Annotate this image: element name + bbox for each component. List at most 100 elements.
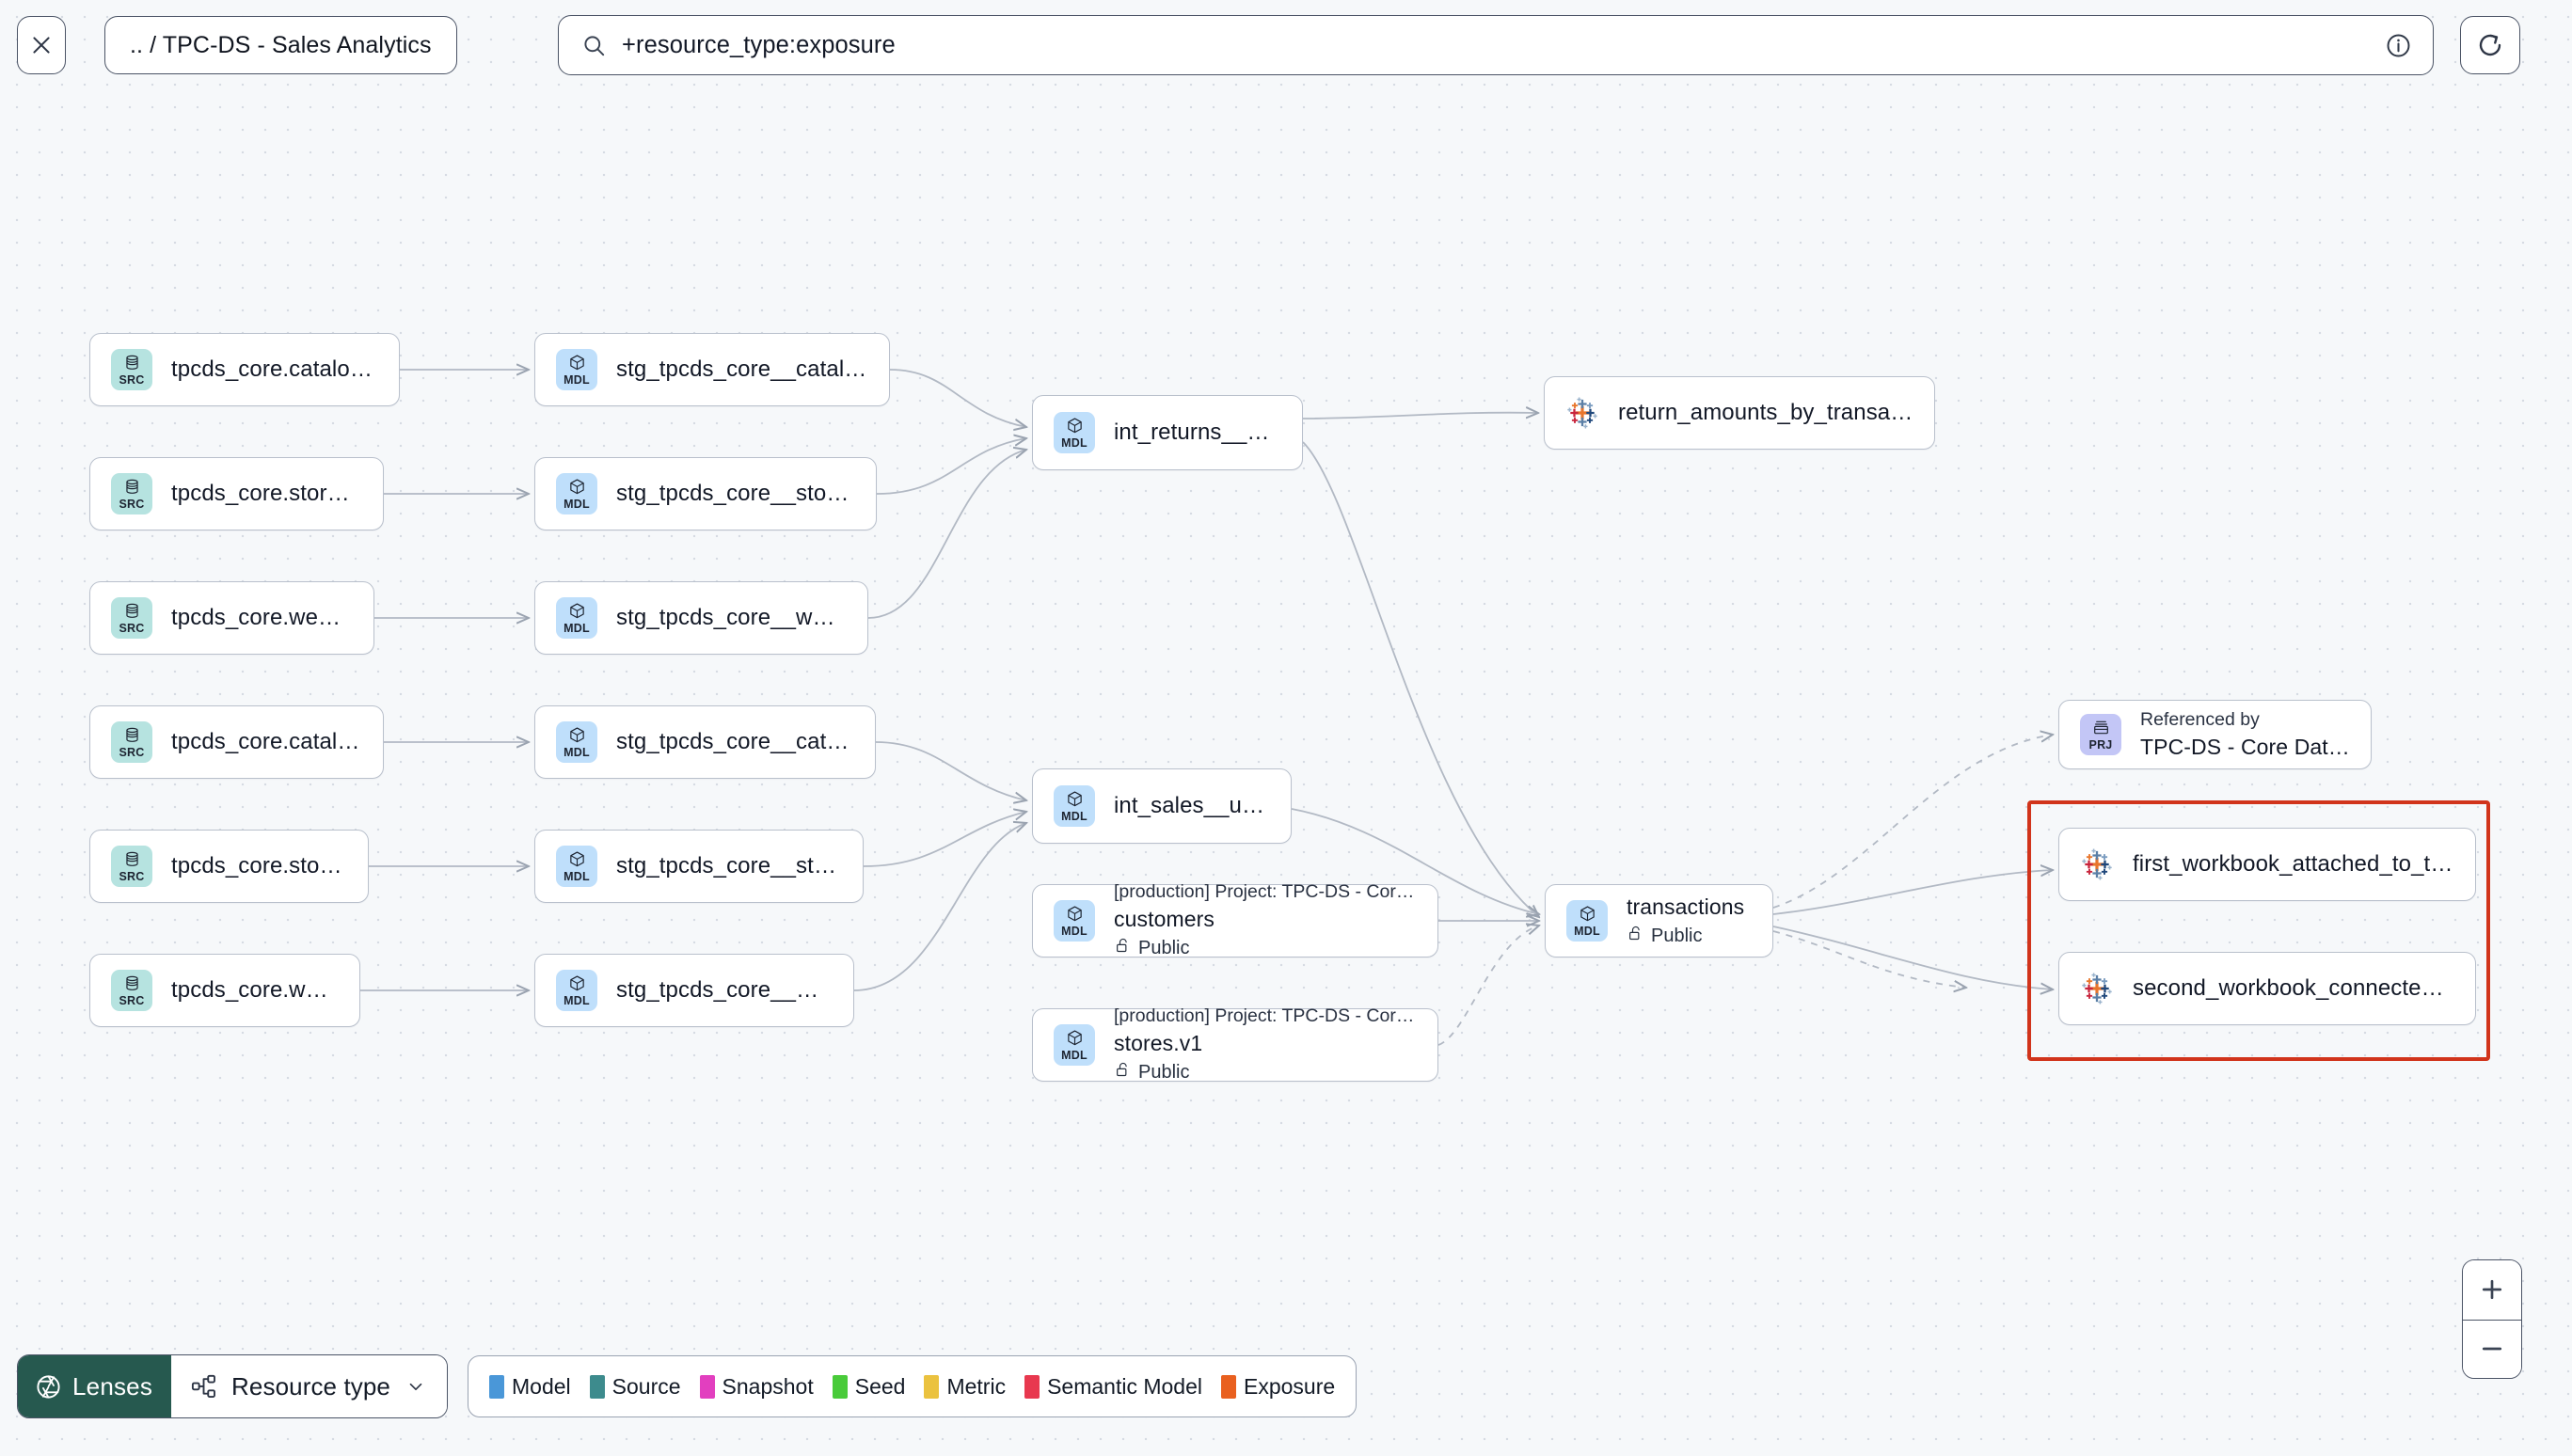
node-title: tpcds_core.store_sales [171,853,347,878]
node-badge-label: MDL [1061,1048,1088,1062]
node-body: tpcds_core.store_sales [171,853,347,879]
lineage-node-src_web_returns[interactable]: SRC tpcds_core.web_returns [89,581,374,655]
lineage-node-src_store_sales[interactable]: SRC tpcds_core.store_sales [89,830,369,903]
node-badge-mdl: MDL [556,349,597,390]
cube-icon [568,602,586,621]
node-title: stg_tpcds_core__catalog_sales [616,729,854,754]
node-title: tpcds_core.catalog_sales [171,729,362,754]
node-body: int_sales__unioned [1114,793,1270,819]
node-title: stores.v1 [1114,1031,1203,1055]
node-body: transactions Public [1627,894,1752,948]
node-badge-src: SRC [111,721,152,763]
lineage-node-second_workbook[interactable]: second_workbook_connected_to_live… [2058,952,2476,1025]
node-body: tpcds_core.catalog_sales [171,729,362,755]
zoom-out-button[interactable] [2463,1319,2521,1378]
node-title: int_returns__unioned [1114,419,1281,445]
legend-item-exposure[interactable]: Exposure [1221,1374,1335,1400]
search-input[interactable] [622,31,2372,59]
node-badge-src: SRC [111,970,152,1011]
node-title: stg_tpcds_core__store_returns [616,481,855,506]
legend-item-source[interactable]: Source [589,1373,681,1400]
node-body: int_returns__unioned [1114,419,1281,446]
lineage-node-int_sales_unioned[interactable]: MDL int_sales__unioned [1032,768,1292,844]
cube-icon [1066,790,1084,809]
node-badge-label: SRC [119,745,145,759]
cube-icon [568,850,586,869]
node-body: second_workbook_connected_to_live… [2133,975,2454,1002]
legend-item-seed[interactable]: Seed [832,1374,905,1400]
legend-item-model[interactable]: Model [489,1374,571,1400]
lineage-node-stg_catalog_returns[interactable]: MDL stg_tpcds_core__catalog_returns [534,333,890,406]
lineage-node-stores_v1[interactable]: MDL [production] Project: TPC-DS - Core … [1032,1005,1438,1083]
node-body: stg_tpcds_core__web_returns [616,605,847,631]
legend-swatch [832,1374,848,1399]
lineage-node-customers[interactable]: MDL [production] Project: TPC-DS - Core … [1032,881,1438,960]
search-bar[interactable] [558,15,2434,75]
info-circle-icon[interactable] [2385,32,2412,59]
lineage-node-src_store_returns[interactable]: SRC tpcds_core.store_returns [89,457,384,530]
node-title: transactions [1627,894,1745,919]
legend-swatch [1024,1374,1040,1399]
lineage-node-return_amounts_by_transaction_type[interactable]: return_amounts_by_transaction_type [1544,376,1935,450]
node-body: return_amounts_by_transaction_type [1618,400,1913,426]
lineage-node-stg_catalog_sales[interactable]: MDL stg_tpcds_core__catalog_sales [534,705,876,779]
database-icon [123,974,141,993]
node-badge-label: MDL [564,869,590,883]
legend-swatch [924,1374,940,1399]
zoom-in-button[interactable] [2463,1260,2521,1320]
node-body: tpcds_core.store_returns [171,481,362,507]
node-badge-prj: PRJ [2080,714,2121,755]
lineage-node-int_returns_unioned[interactable]: MDL int_returns__unioned [1032,395,1303,470]
node-body: stg_tpcds_core__catalog_sales [616,729,854,755]
node-title: TPC-DS - Core Data Models [2140,735,2350,759]
legend-label: Semantic Model [1047,1373,1202,1399]
cube-icon [1066,905,1084,924]
lineage-node-src_catalog_sales[interactable]: SRC tpcds_core.catalog_sales [89,705,384,779]
legend-item-metric[interactable]: Metric [924,1374,1006,1400]
lineage-node-stg_web_returns[interactable]: MDL stg_tpcds_core__web_returns [534,581,868,655]
cube-icon [568,354,586,372]
legend-item-semantic-model[interactable]: Semantic Model [1024,1374,1202,1400]
resource-type-button[interactable]: Resource type [171,1355,447,1417]
legend-item-snapshot[interactable]: Snapshot [699,1374,814,1400]
lineage-node-src_web_sales[interactable]: SRC tpcds_core.web_sales [89,954,360,1027]
aperture-icon [37,1374,60,1399]
close-icon [33,37,50,54]
lenses-button[interactable]: Lenses [18,1355,172,1417]
node-badge-label: SRC [119,497,145,511]
lineage-node-stg_store_sales[interactable]: MDL stg_tpcds_core__store_sales [534,830,864,903]
node-badge-label: MDL [1061,924,1088,938]
lineage-node-stg_web_sales[interactable]: MDL stg_tpcds_core__web_sales [534,954,854,1027]
database-icon [123,850,141,869]
node-badge-mdl: MDL [1054,1024,1095,1066]
legend-label: Source [611,1373,681,1399]
node-badge-mdl: MDL [1054,412,1095,453]
lineage-node-stg_store_returns[interactable]: MDL stg_tpcds_core__store_returns [534,457,877,530]
node-title: stg_tpcds_core__web_returns [616,605,847,630]
node-badge-src: SRC [111,846,152,887]
refresh-icon [2479,34,2501,56]
node-body: first_workbook_attached_to_tpc-ds_-_… [2133,851,2454,878]
node-title: stg_tpcds_core__catalog_returns [616,356,868,382]
refresh-button[interactable] [2460,16,2520,74]
breadcrumb[interactable]: .. / TPC-DS - Sales Analytics [104,16,457,74]
zoom-controls [2462,1259,2522,1379]
resource-type-legend: Model Source Snapshot Seed Metric Semant… [468,1355,1357,1417]
lineage-node-first_workbook[interactable]: first_workbook_attached_to_tpc-ds_-_… [2058,828,2476,901]
lineage-node-src_catalog_returns[interactable]: SRC tpcds_core.catalog_returns [89,333,400,406]
breadcrumb-label: .. / TPC-DS - Sales Analytics [130,31,432,58]
node-body: tpcds_core.web_sales [171,977,339,1004]
legend-label: Metric [946,1373,1007,1399]
node-badge-mdl: MDL [556,846,597,887]
node-badge-src: SRC [111,349,152,390]
node-badge-mdl: MDL [1054,785,1095,827]
unlock-icon [1114,937,1132,960]
lineage-node-transactions[interactable]: MDL transactions Public [1545,884,1773,957]
node-project-label: [production] Project: TPC-DS - Core Data… [1114,881,1417,902]
node-badge-label: SRC [119,621,145,635]
close-button[interactable] [17,16,66,74]
node-badge-mdl: MDL [556,970,597,1011]
node-title: first_workbook_attached_to_tpc-ds_-_… [2133,851,2454,877]
